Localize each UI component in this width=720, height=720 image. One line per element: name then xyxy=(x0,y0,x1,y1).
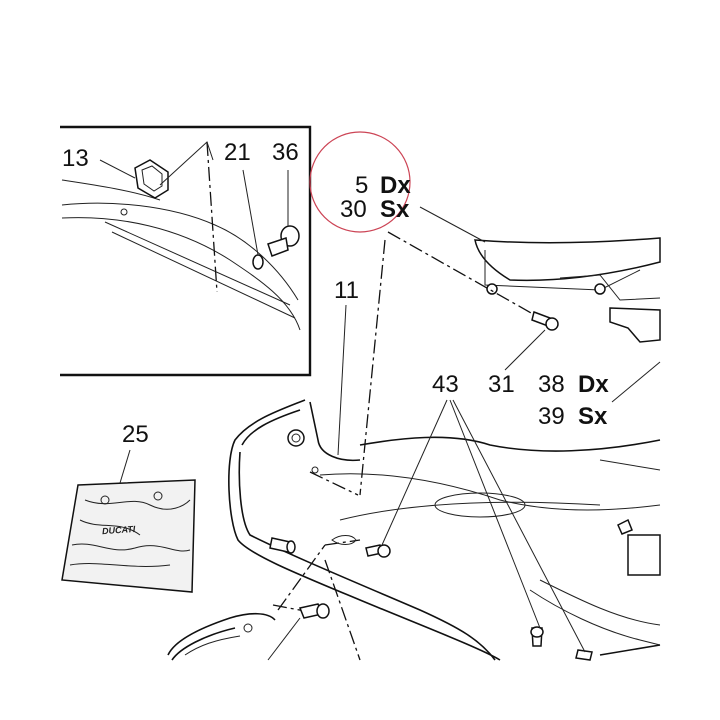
callout-25: 25 xyxy=(122,421,149,448)
svg-text:Sx: Sx xyxy=(380,196,410,223)
svg-text:30: 30 xyxy=(340,196,367,223)
screw-part-31 xyxy=(531,311,559,331)
callout-36: 36 xyxy=(272,139,299,166)
callout-43: 43 xyxy=(432,371,459,398)
callout-39-sx: 39 Sx xyxy=(538,403,608,430)
clip-part-13 xyxy=(134,159,169,199)
side-cover-part-5-30 xyxy=(474,237,661,343)
callout-38-dx: 38 Dx xyxy=(538,371,609,398)
screw-part-43 xyxy=(365,544,593,661)
grommet-part xyxy=(269,537,296,554)
lower-bracket-part xyxy=(167,603,330,661)
callout-13: 13 xyxy=(62,145,89,172)
svg-text:5: 5 xyxy=(355,172,368,199)
fairing-body xyxy=(228,399,661,661)
svg-text:Sx: Sx xyxy=(578,403,608,430)
bolt-part-36 xyxy=(267,225,300,257)
highlight-circle xyxy=(309,131,411,233)
document-pouch-part-25: DUCATI xyxy=(61,479,196,593)
callout-30-sx: 30 Sx xyxy=(340,196,410,223)
callout-11: 11 xyxy=(334,277,359,304)
callout-5-dx: 5 Dx xyxy=(355,172,411,199)
callout-31: 31 xyxy=(488,371,515,398)
washer-part-21 xyxy=(252,254,264,270)
callout-21: 21 xyxy=(224,139,251,166)
svg-text:38: 38 xyxy=(538,371,565,398)
pouch-brand-logo: DUCATI xyxy=(102,524,136,536)
svg-text:39: 39 xyxy=(538,403,565,430)
svg-text:Dx: Dx xyxy=(578,371,609,398)
inset-detail xyxy=(60,125,312,377)
svg-text:Dx: Dx xyxy=(380,172,411,199)
